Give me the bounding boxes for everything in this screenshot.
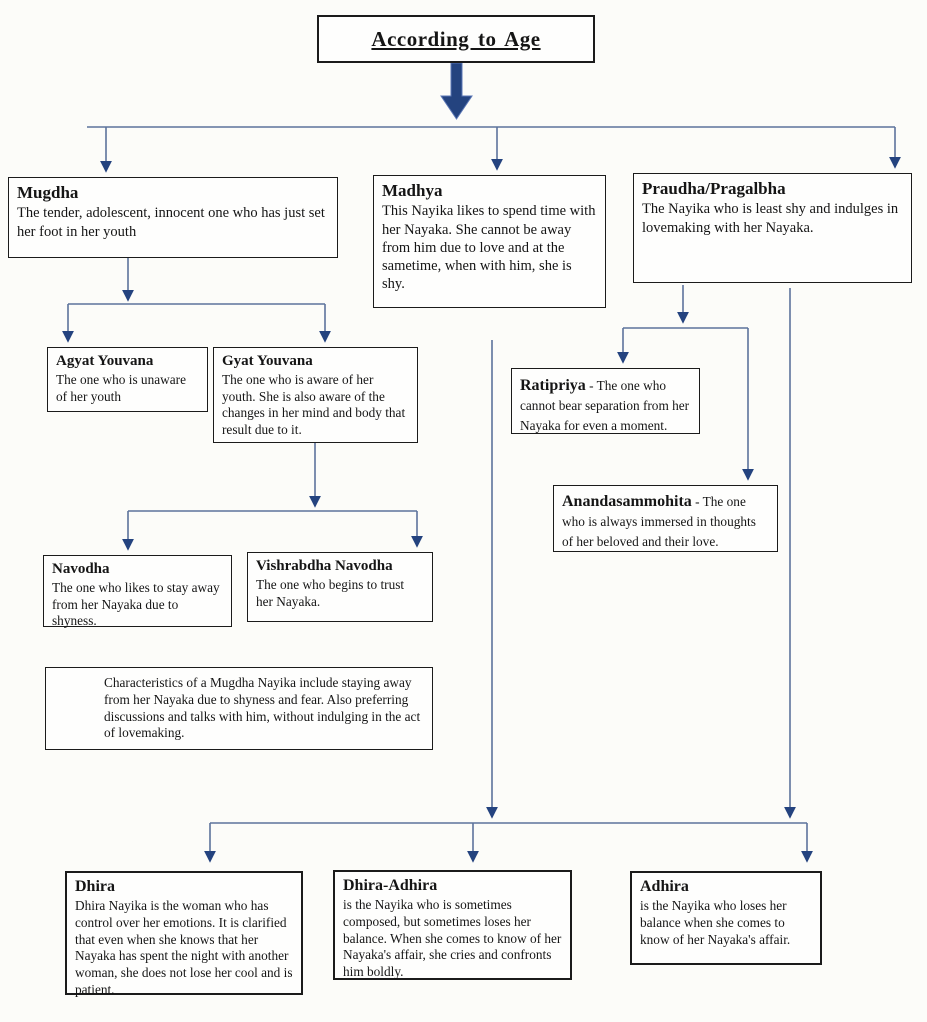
node-title: Vishrabdha Navodha	[256, 558, 393, 574]
node-adhira: Adhira is the Nayika who loses her balan…	[630, 871, 822, 965]
dash-separator: -	[691, 494, 703, 509]
node-body: The one who begins to trust her Nayaka.	[256, 576, 405, 609]
node-vishrabdha-navodha: Vishrabdha Navodha The one who begins to…	[247, 552, 433, 622]
node-agyat-youvana: Agyat Youvana The one who is unaware of …	[47, 347, 208, 412]
node-gyat-youvana: Gyat Youvana The one who is aware of her…	[213, 347, 418, 443]
node-title: Anandasammohita	[562, 493, 692, 510]
node-dhira: Dhira Dhira Nayika is the woman who has …	[65, 871, 303, 997]
node-title: Ratipriya	[520, 377, 586, 394]
node-body: is the Nayika who is sometimes composed,…	[343, 897, 562, 980]
node-title: Adhira	[640, 878, 689, 895]
node-ratipriya: Ratipriya - The one who cannot bear sepa…	[511, 368, 700, 434]
node-title: Dhira	[75, 878, 115, 895]
node-title: Agyat Youvana	[56, 353, 154, 369]
node-body: The one who is always immersed in though…	[562, 494, 756, 550]
node-title: Dhira-Adhira	[343, 877, 438, 894]
page-title: According to Age	[371, 27, 541, 51]
node-body: The tender, adolescent, innocent one who…	[17, 205, 325, 240]
node-praudha-pragalbha: Praudha/Pragalbha The Nayika who is leas…	[633, 173, 912, 283]
node-body: The one who cannot bear separation from …	[520, 378, 690, 434]
node-dhira-adhira: Dhira-Adhira is the Nayika who is someti…	[333, 870, 572, 980]
node-madhya: Madhya This Nayika likes to spend time w…	[373, 175, 606, 308]
title-box: According to Age	[317, 15, 595, 63]
node-anandasammohita: Anandasammohita - The one who is always …	[553, 485, 778, 552]
node-mugdha: Mugdha The tender, adolescent, innocent …	[8, 177, 338, 258]
node-navodha: Navodha The one who likes to stay away f…	[43, 555, 232, 629]
node-body: The Nayika who is least shy and indulges…	[642, 201, 899, 236]
node-title: Mugdha	[17, 183, 79, 202]
dash-separator: -	[585, 378, 597, 393]
node-title: Gyat Youvana	[222, 353, 313, 369]
node-body: This Nayika likes to spend time with her…	[382, 203, 596, 293]
node-body: The one who is unaware of her youth	[56, 371, 186, 404]
node-body: is the Nayika who loses her balance when…	[640, 898, 791, 947]
node-body: The one who is aware of her youth. She i…	[222, 371, 406, 438]
node-body: Dhira Nayika is the woman who has contro…	[75, 898, 293, 997]
node-title: Navodha	[52, 561, 110, 577]
main-down-arrow	[440, 62, 473, 120]
node-title: Madhya	[382, 181, 443, 200]
node-body: The one who likes to stay away from her …	[52, 579, 220, 629]
node-title: Praudha/Pragalbha	[642, 179, 786, 198]
node-mugdha-characteristics: Characteristics of a Mugdha Nayika inclu…	[45, 667, 433, 750]
node-body: Characteristics of a Mugdha Nayika inclu…	[104, 675, 421, 741]
